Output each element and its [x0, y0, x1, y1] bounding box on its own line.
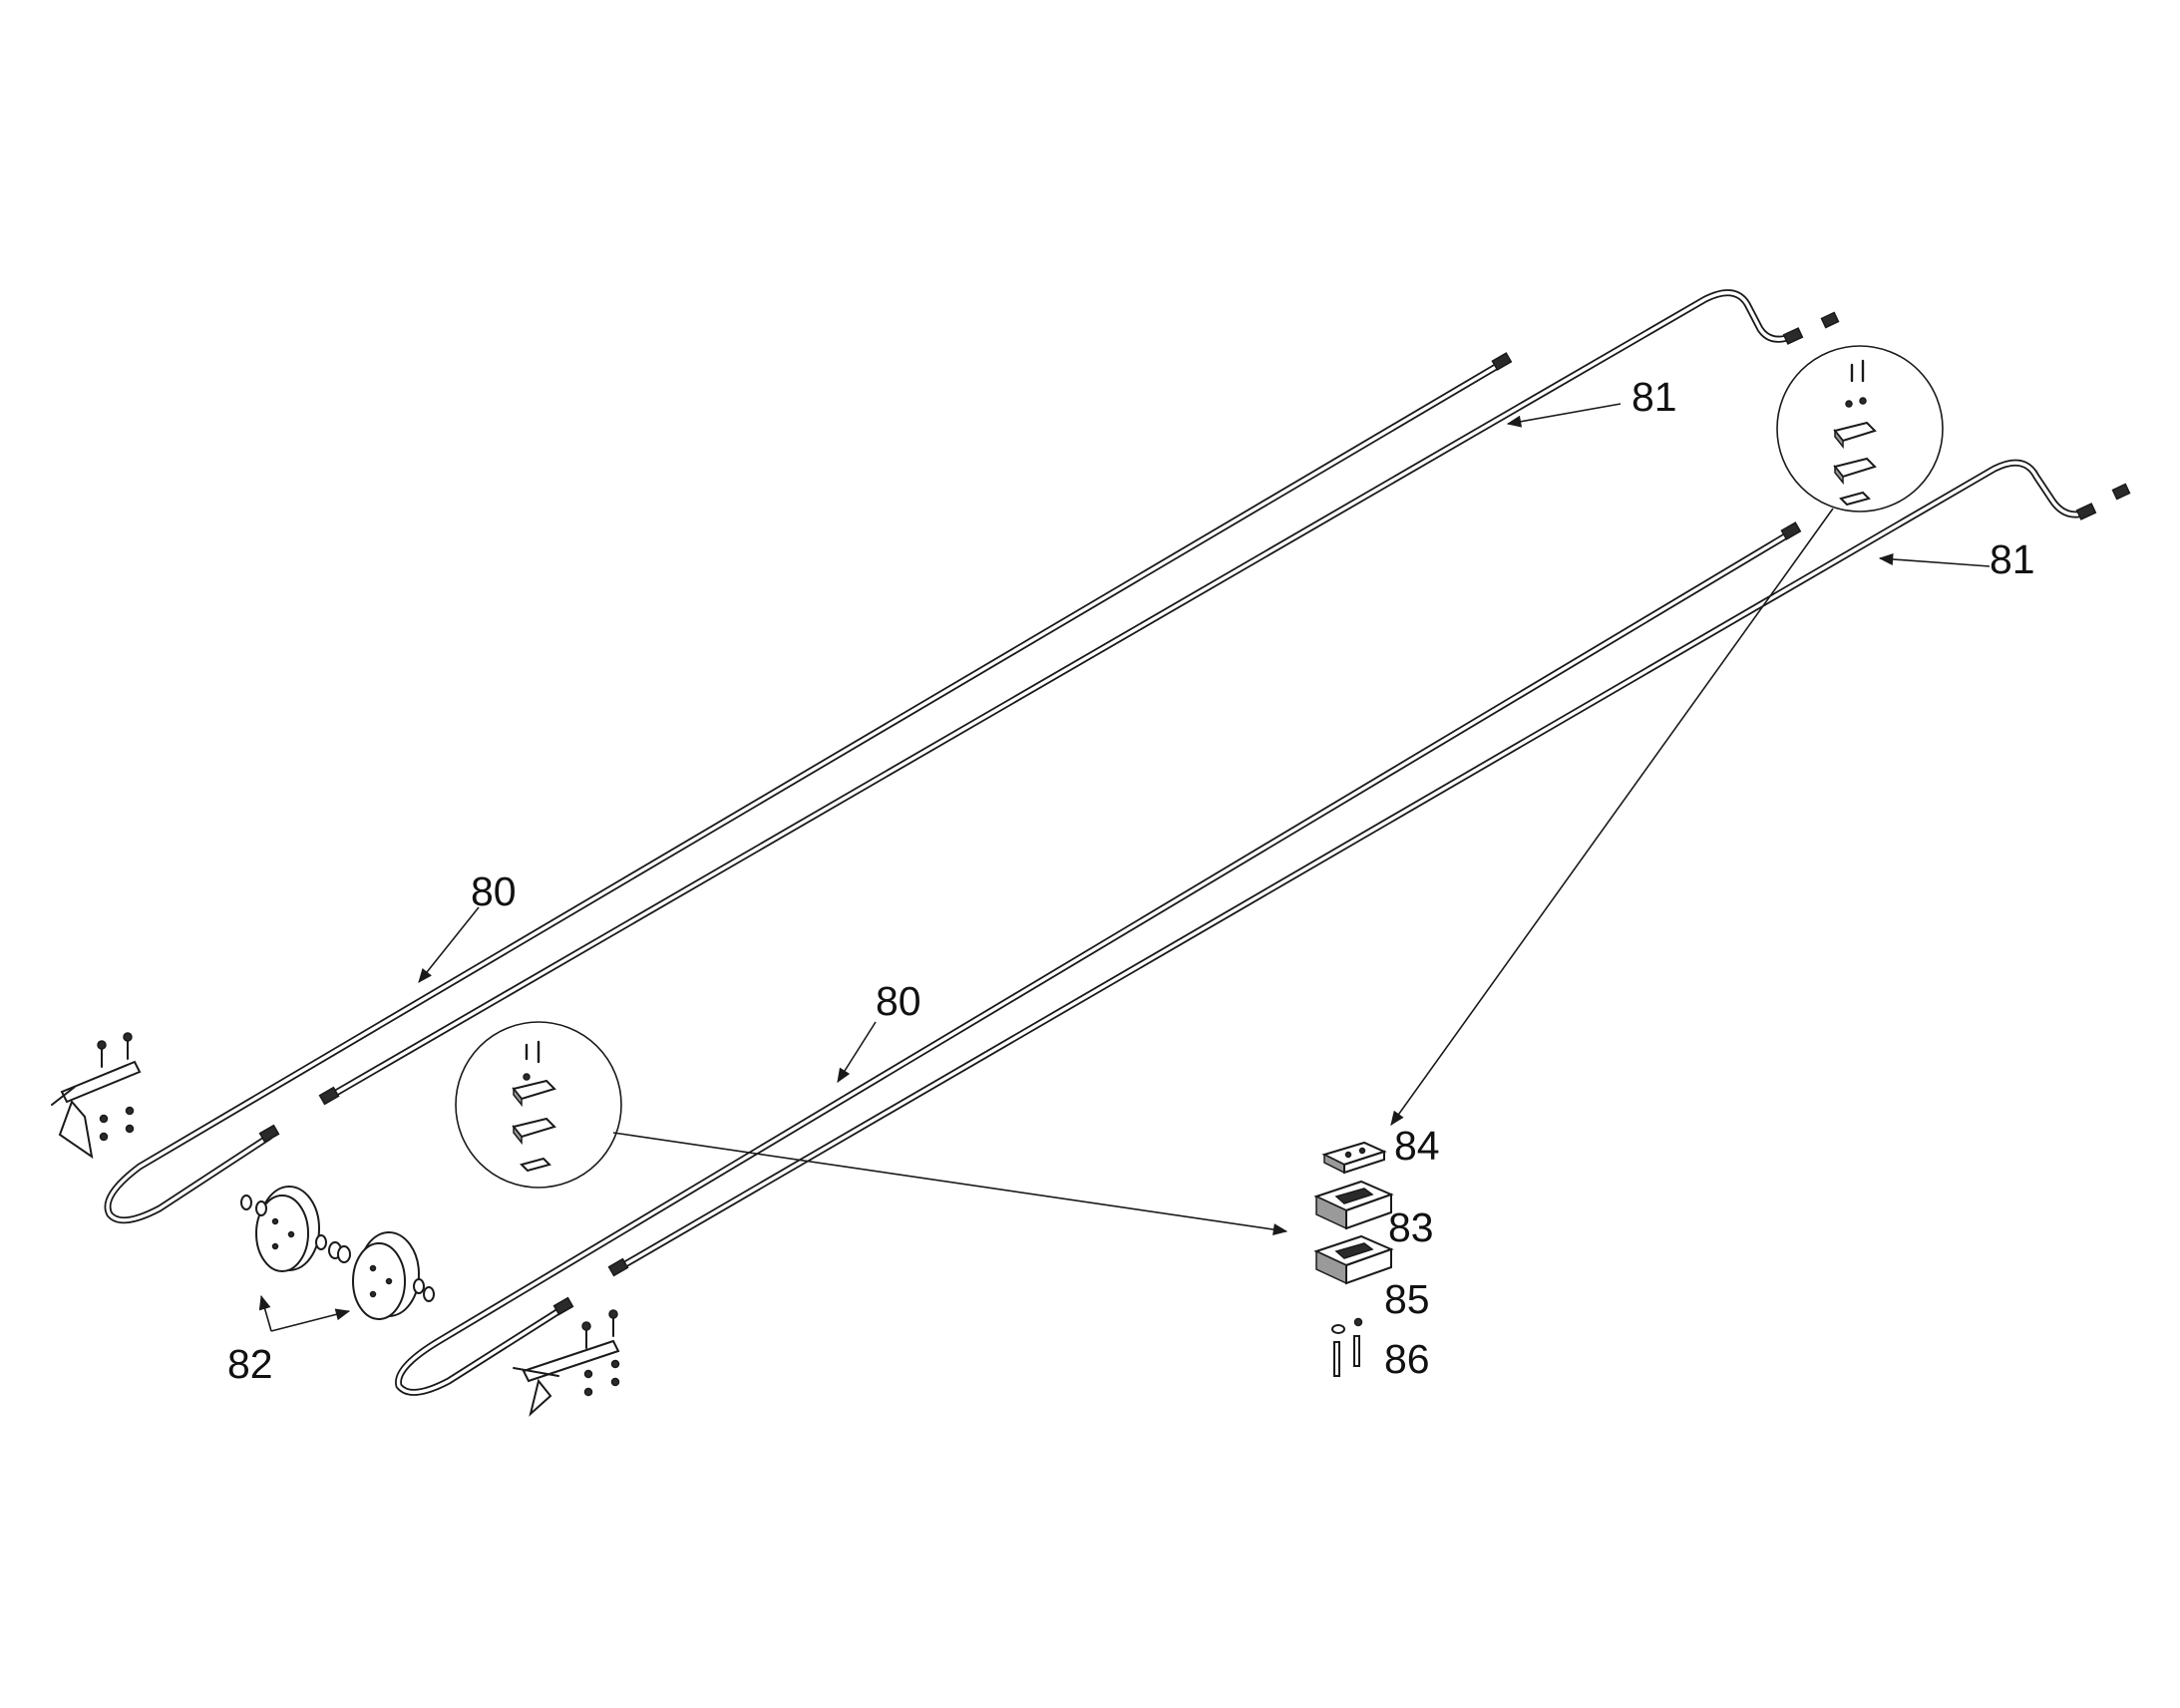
callout-85: 85 [1384, 1276, 1430, 1322]
clamp-stack [1313, 1141, 1394, 1377]
callout-84: 84 [1394, 1123, 1440, 1169]
callout-83: 83 [1388, 1204, 1434, 1250]
pulley-right [337, 1231, 435, 1320]
part-85-washers [1331, 1317, 1363, 1334]
upper-mount-bracket [51, 1032, 142, 1160]
tube-81-upper [318, 289, 1840, 1106]
tube-80-lower [395, 521, 1802, 1396]
callout-81-upper: 81 [1632, 374, 1677, 420]
part-83-clamp-upper [1313, 1180, 1394, 1230]
upper-tube-assembly [51, 289, 1840, 1224]
part-84-plate [1321, 1141, 1387, 1175]
callout-80-lower: 80 [876, 978, 921, 1024]
part-86-bolts [1333, 1335, 1360, 1377]
lower-tube-assembly [395, 459, 2131, 1417]
tube-80-upper [104, 352, 1513, 1224]
pulley-left [240, 1186, 342, 1272]
lower-mount-bracket [513, 1309, 620, 1417]
leader-lines [258, 403, 1991, 1332]
callout-86: 86 [1384, 1336, 1430, 1382]
callout-80-upper: 80 [471, 868, 517, 914]
part-83-clamp-lower [1313, 1234, 1394, 1285]
pulley-set-82 [240, 1186, 435, 1320]
callout-82: 82 [227, 1341, 273, 1387]
tube-81-lower [607, 459, 2131, 1277]
detail-circle-upper [1776, 345, 1944, 512]
detail-circle-lower [455, 1021, 622, 1189]
callout-81-lower: 81 [1990, 536, 2035, 582]
